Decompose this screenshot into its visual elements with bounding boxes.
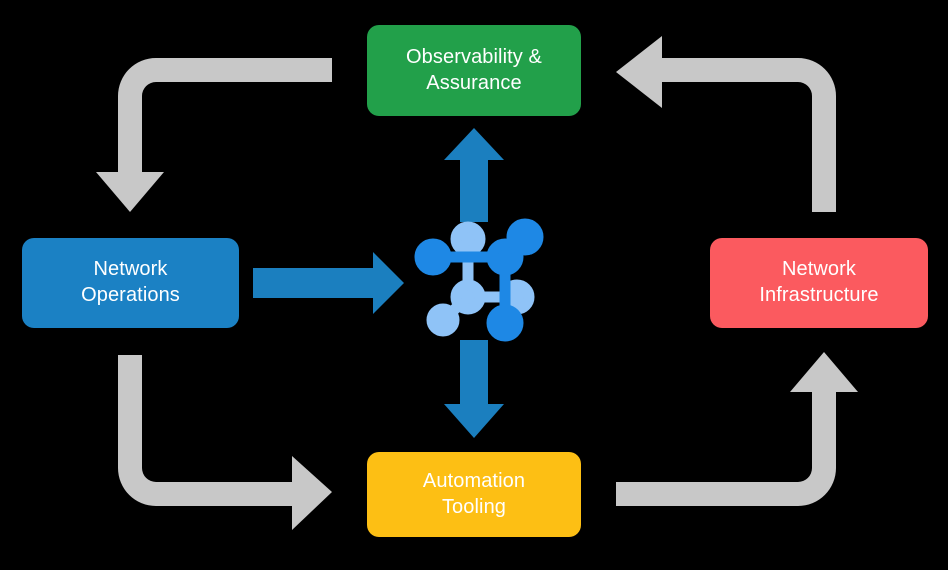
node-box-automation-tooling[interactable]: Automation Tooling	[367, 452, 581, 537]
gray-arrow-observability-to-operations	[96, 58, 332, 212]
blue-arrow-operations-to-center	[253, 252, 404, 314]
node-label-network-infrastructure: Network Infrastructure	[759, 258, 879, 306]
node-label-automation-tooling: Automation Tooling	[422, 469, 526, 518]
node-box-network-infrastructure[interactable]: Network Infrastructure	[710, 238, 928, 328]
node-box-network-operations[interactable]: Network Operations	[22, 238, 239, 328]
node-label-network-operations: Network Operations	[81, 258, 180, 306]
node-label-observability: Observability & Assurance	[406, 45, 542, 94]
gray-arrow-automation-to-infrastructure	[616, 352, 858, 506]
gray-arrow-infrastructure-to-observability	[616, 36, 836, 212]
blue-arrow-center-to-observability	[444, 128, 504, 222]
gray-arrow-operations-to-automation	[118, 355, 332, 530]
node-box-observability[interactable]: Observability & Assurance	[367, 25, 581, 116]
blue-arrow-center-to-automation	[444, 340, 504, 438]
